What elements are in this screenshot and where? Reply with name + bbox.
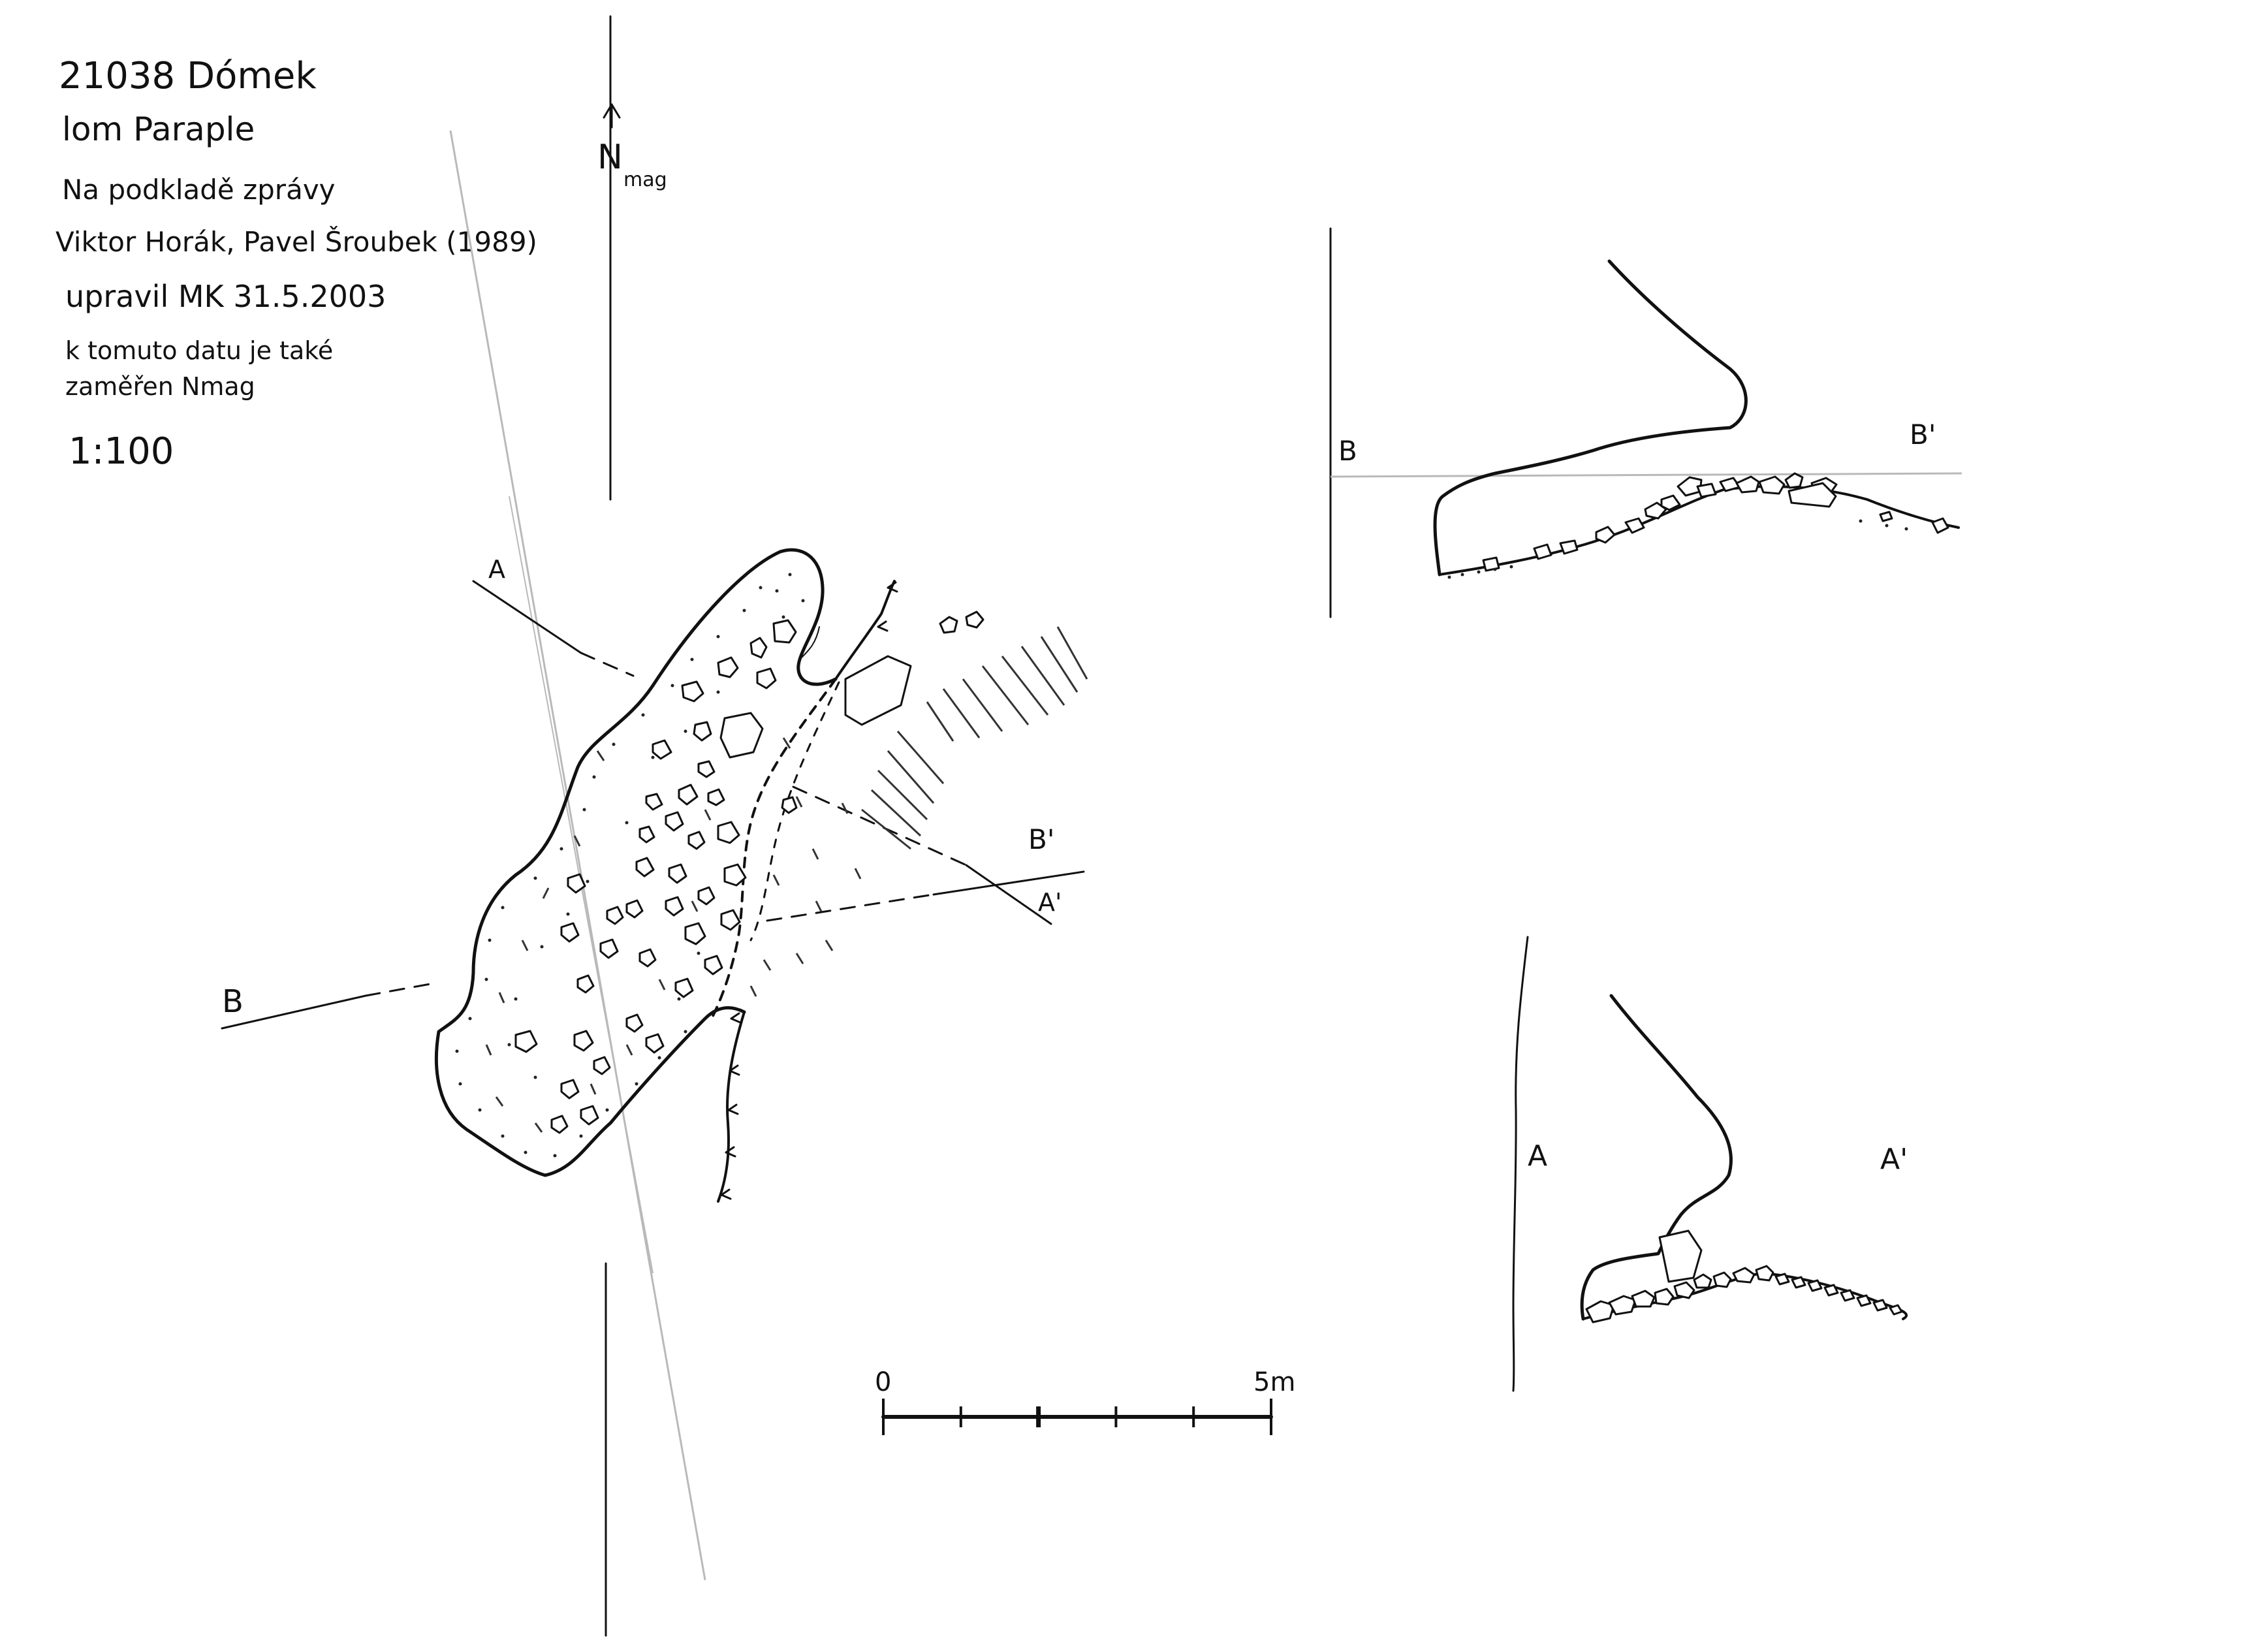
locality: lom Paraple [62,110,255,148]
plan-label-b-prime: B' [1028,823,1054,855]
section-line-a [472,580,1052,925]
edited-note: upravil MK 31.5.2003 [65,279,386,314]
section-a-a: A A' [1512,936,1908,1392]
scale-label-end: 5m [1253,1367,1295,1397]
ledge-dashed-line-1 [710,678,837,1020]
section-aa-label-left: A [1528,1139,1547,1173]
section-bb-stones [1482,472,1949,572]
section-bb-datum [1330,472,1962,478]
inner-passage-wall [717,1011,746,1203]
section-bb-sediment [1447,519,1908,579]
section-aa-label-right: A' [1880,1143,1908,1176]
section-aa-stones [1585,1229,1903,1323]
section-bb-label-right: B' [1910,419,1936,451]
construction-lines [449,130,706,1581]
scale-label-start: 0 [875,1367,891,1397]
title-block: 21038 Dómek lom Paraple Na podkladě zprá… [55,55,537,473]
sediment-stipple [455,573,805,1158]
extra-note-2: zaměřen Nmag [65,372,255,401]
plan-view: A A' B B' [221,548,1088,1203]
ceiling-step-ticks [720,581,898,1200]
plan-label-a: A [488,555,505,584]
section-aa-ceiling [1580,994,1733,1321]
scale-bar-ticks [882,1399,1272,1435]
cave-id-name: 21038 Dómek [59,55,317,97]
meridian: N mag [597,15,667,1637]
section-bb-floor [1438,485,1960,576]
upper-wall-segment [834,580,896,680]
cave-outline [434,548,838,1177]
north-suffix: mag [623,168,667,191]
section-aa-frame [1512,936,1529,1392]
section-bb-ceiling [1433,259,1748,577]
scale-ratio: 1:100 [69,430,174,473]
north-letter: N [597,138,623,177]
section-bb-label-left: B [1338,435,1357,467]
small-stones-outside [939,610,984,634]
boulders [514,619,798,1134]
source-note-2: Viktor Horák, Pavel Šroubek (1989) [55,225,537,258]
ledge-dashed-line-2 [749,681,840,942]
plan-label-a-prime: A' [1038,888,1062,917]
section-line-b [221,870,1085,1030]
section-b-b: B B' [1329,227,1962,618]
slope-hachures [861,626,1088,850]
north-arrow-icon [603,103,621,129]
inner-ledge [799,626,820,660]
extra-note-1: k tomuto datu je také [65,336,333,365]
plan-label-b: B [222,983,244,1020]
source-note-1: Na podkladě zprávy [62,174,336,206]
scale-bar: 0 5m [875,1367,1295,1435]
detached-block [844,655,912,726]
gravel-dashes [485,737,862,1133]
